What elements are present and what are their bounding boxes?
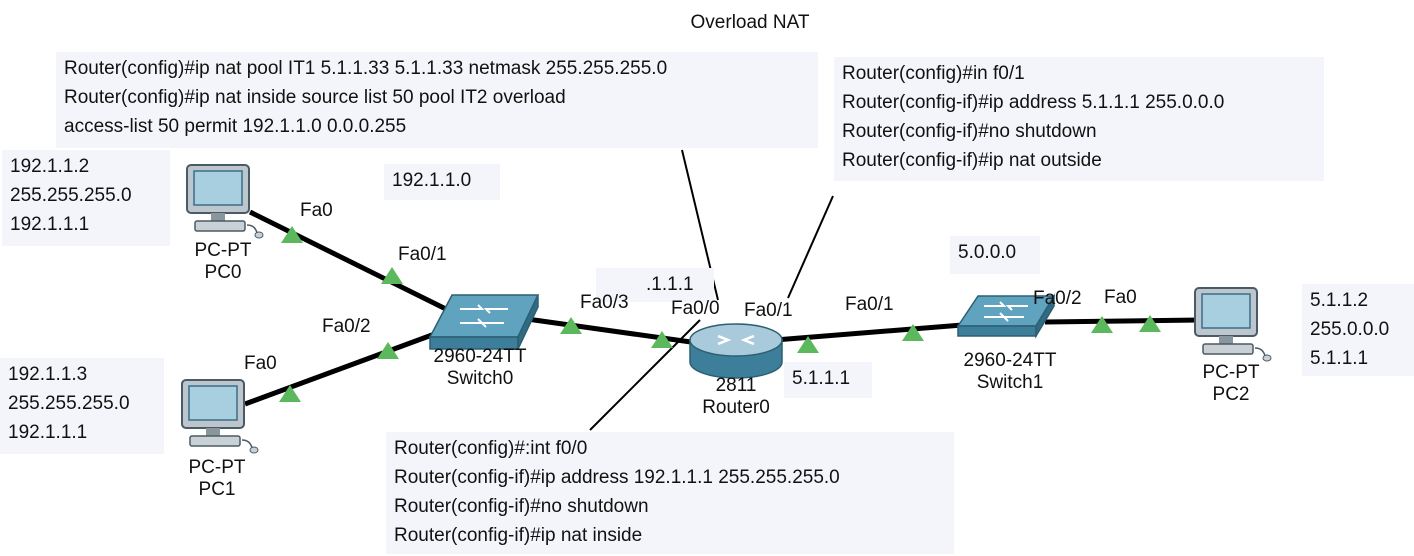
device-name: PC2 (1212, 384, 1250, 405)
cable-switch0-router0[interactable] (519, 315, 706, 347)
link-up-indicator (651, 331, 673, 348)
device-model: PC-PT (188, 457, 246, 478)
link-up-indicator (279, 385, 301, 402)
port-label-sw0-fa02: Fa0/2 (322, 316, 371, 337)
pc1-gateway: 192.1.1.1 (8, 422, 88, 443)
switch0-label: 2960-24TT Switch0 (418, 346, 542, 390)
pc0-gateway: 192.1.1.1 (10, 214, 90, 235)
router0-label: 2811 Router0 (690, 375, 782, 419)
pc2-label: PC-PT PC2 (1186, 362, 1276, 406)
note-line: Router(config-if)#ip address 192.1.1.1 2… (394, 467, 840, 488)
pc2-ip-address: 5.1.1.2 (1310, 290, 1369, 311)
note-line: Router(config-if)#no shutdown (394, 496, 649, 517)
router0-icon[interactable] (689, 323, 783, 379)
outside-network: 5.0.0.0 (958, 242, 1017, 263)
cable-pc0-switch0[interactable] (248, 209, 462, 319)
note-line: Router(config-if)#ip address 5.1.1.1 255… (842, 92, 1225, 113)
pc1-label: PC-PT PC1 (172, 457, 262, 501)
link-up-indicator (1139, 315, 1161, 332)
pc2-gateway: 5.1.1.1 (1310, 348, 1369, 369)
outside-network-note: 5.0.0.0 (950, 236, 1040, 274)
pc2-icon[interactable] (1194, 287, 1272, 362)
port-label-pc1-fa0: Fa0 (244, 353, 277, 374)
router-ip-note: 5.1.1.1 (784, 362, 872, 398)
port-label-sw0-fa01: Fa0/1 (398, 244, 447, 265)
partial-ip-note: .1.1.1 (596, 268, 714, 302)
port-label-pc0-fa0: Fa0 (300, 200, 333, 221)
switch1-icon[interactable] (956, 293, 1056, 339)
pc0-subnet-mask: 255.255.255.0 (10, 185, 132, 206)
port-label-sw0-fa03: Fa0/3 (580, 292, 629, 313)
cable-switch1-pc2[interactable] (1044, 317, 1201, 325)
inside-network-note: 192.1.1.0 (384, 164, 500, 200)
device-name: PC0 (204, 262, 242, 283)
pc0-icon[interactable] (186, 164, 264, 239)
outside-config-note: Router(config)#in f0/1 Router(config-if)… (834, 57, 1324, 181)
link-up-indicator (381, 267, 403, 284)
device-model: 2960-24TT (433, 346, 527, 367)
link-up-indicator (377, 342, 399, 359)
port-label-sw1-fa01: Fa0/1 (845, 294, 894, 315)
nat-config-note: Router(config)#ip nat pool IT1 5.1.1.33 … (56, 52, 818, 148)
note-line: Router(config-if)#no shutdown (842, 121, 1097, 142)
note-line: Router(config)#:int f0/0 (394, 438, 588, 459)
device-model: 2960-24TT (963, 350, 1057, 371)
note-line: Router(config)#in f0/1 (842, 63, 1025, 84)
pc0-ip-note: 192.1.1.2 255.255.255.0 192.1.1.1 (2, 150, 170, 246)
pc1-ip-address: 192.1.1.3 (8, 364, 88, 385)
device-model: PC-PT (194, 240, 252, 261)
link-up-indicator (902, 324, 924, 341)
pc1-icon[interactable] (181, 379, 259, 454)
device-name: PC1 (198, 479, 236, 500)
pc2-ip-note: 5.1.1.2 255.0.0.0 5.1.1.1 (1302, 284, 1414, 376)
note-line: Router(config)#ip nat pool IT1 5.1.1.33 … (64, 58, 668, 79)
device-name: Switch1 (976, 372, 1044, 393)
diagram-title: Overload NAT (670, 4, 830, 42)
device-model: PC-PT (1202, 362, 1260, 383)
switch1-label: 2960-24TT Switch1 (948, 350, 1072, 394)
port-label-r0-fa00: Fa0/0 (671, 298, 720, 319)
cable-pc1-switch0[interactable] (244, 329, 441, 407)
device-name: Switch0 (446, 368, 514, 389)
device-name: Router0 (702, 397, 770, 418)
link-up-indicator (1091, 316, 1113, 333)
port-label-sw1-fa02: Fa0/2 (1033, 288, 1082, 309)
port-label-r0-fa01: Fa0/1 (744, 300, 793, 321)
pc2-subnet-mask: 255.0.0.0 (1310, 319, 1390, 340)
link-up-indicator (797, 336, 819, 353)
pc1-ip-note: 192.1.1.3 255.255.255.0 192.1.1.1 (0, 358, 164, 454)
note-line: access-list 50 permit 192.1.1.0 0.0.0.25… (64, 116, 407, 137)
callout-line-outside (787, 195, 834, 299)
inside-config-note: Router(config)#:int f0/0 Router(config-i… (386, 432, 954, 554)
switch0-icon[interactable] (428, 294, 540, 350)
pc0-ip-address: 192.1.1.2 (10, 156, 90, 177)
inside-network: 192.1.1.0 (392, 170, 472, 191)
port-label-pc2-fa0: Fa0 (1104, 287, 1137, 308)
device-model: 2811 (715, 375, 757, 396)
router-partial-ip: .1.1.1 (646, 274, 694, 295)
note-line: Router(config)#ip nat inside source list… (64, 87, 566, 108)
pc0-label: PC-PT PC0 (178, 240, 268, 284)
link-up-indicator (560, 317, 582, 334)
link-up-indicator (281, 226, 303, 243)
pc1-subnet-mask: 255.255.255.0 (8, 393, 130, 414)
note-line: Router(config-if)#ip nat outside (842, 150, 1102, 171)
note-line: Router(config-if)#ip nat inside (394, 525, 643, 546)
router-ip: 5.1.1.1 (792, 368, 851, 389)
